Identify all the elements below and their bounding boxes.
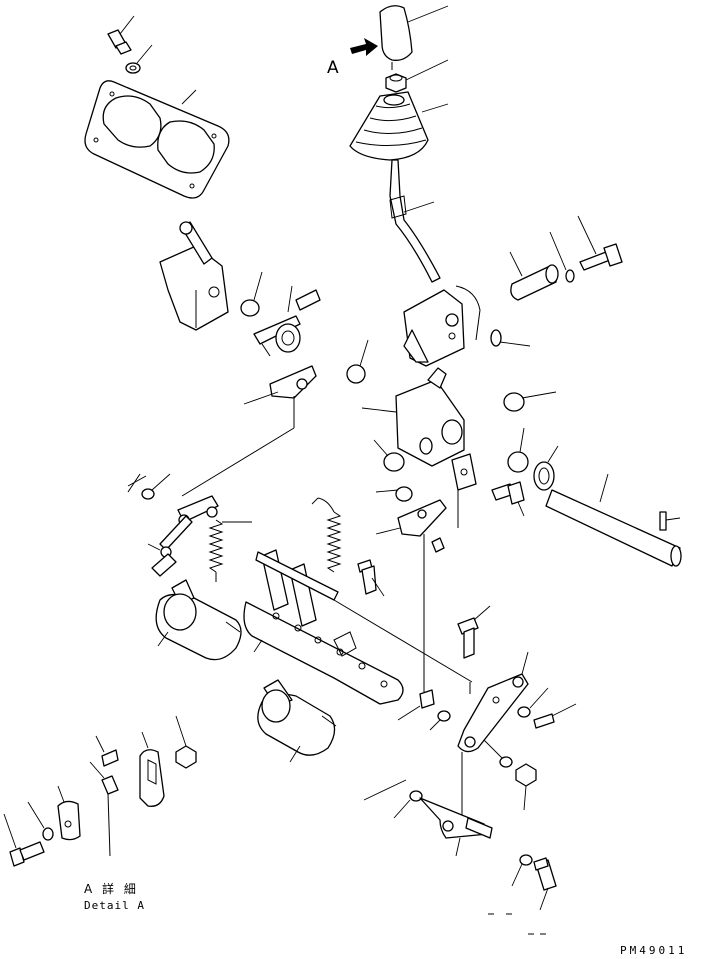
washer-lower-link	[363, 779, 423, 819]
bolt-bottom-right	[488, 857, 557, 935]
detail-a-title-en: Detail A	[84, 899, 145, 912]
lever-bracket-center	[403, 285, 531, 367]
bushing-center	[346, 339, 369, 384]
lever-arm-lower	[419, 797, 493, 857]
detail-a-clip	[95, 735, 119, 767]
shift-lever	[389, 159, 441, 283]
washer-block-left	[375, 486, 413, 502]
link-arm-upper-left	[127, 473, 219, 526]
roll-pin	[659, 511, 681, 531]
detail-a-nut	[175, 715, 197, 769]
detail-a-title-jp: A 詳 細	[84, 882, 139, 896]
screw-top-left	[107, 15, 135, 55]
solenoid-left	[155, 579, 242, 661]
bolt-spring	[357, 559, 385, 597]
view-a-arrow-icon	[350, 38, 378, 56]
washer-lever-right	[517, 687, 549, 718]
bushing-block-left	[373, 439, 405, 472]
bolt-arm	[397, 689, 435, 721]
link-plate-left	[181, 365, 317, 497]
detail-a-clamp	[57, 785, 81, 841]
washer-pin	[549, 231, 575, 283]
small-pin-center	[431, 537, 445, 553]
bolt-center-right	[457, 605, 491, 659]
return-spring-center	[311, 497, 342, 573]
collar-ring	[533, 445, 559, 491]
washer-bottom-right	[511, 854, 533, 887]
lock-nut	[385, 59, 449, 93]
pin-lever-right	[533, 703, 577, 729]
detail-a-screw	[3, 813, 45, 867]
washer-arm	[429, 710, 451, 731]
detail-a-washer	[27, 801, 54, 841]
bolt-right-top	[577, 215, 623, 271]
bolt-clip	[491, 481, 525, 517]
solenoid-center	[257, 679, 337, 763]
dust-boot	[349, 91, 449, 161]
mounting-clip	[451, 453, 477, 528]
rod-link-left	[147, 515, 193, 577]
washer-left-link	[141, 473, 171, 500]
shift-knob	[379, 5, 449, 70]
detail-a-switch	[89, 761, 119, 857]
nut-arm-lower	[515, 763, 537, 811]
lever-bracket-left	[253, 285, 321, 357]
washer-top-left	[125, 44, 153, 74]
pivot-pin	[509, 251, 559, 301]
bushing-right-upper	[503, 391, 557, 412]
lever-arm-right	[457, 651, 529, 753]
drawing-code: PM49011	[620, 944, 688, 957]
gasket-plate	[84, 80, 230, 199]
return-spring-left	[208, 519, 252, 582]
lever-housing	[159, 221, 229, 331]
washer-arm-lower	[483, 739, 513, 768]
detail-a-bracket	[139, 731, 165, 807]
bushing-right-lower	[507, 427, 529, 473]
cross-shaft	[545, 473, 682, 567]
view-a-label: A	[327, 58, 339, 78]
control-block	[361, 367, 465, 467]
base-bracket-plate	[243, 549, 473, 705]
link-plate-center	[375, 499, 447, 692]
bushing-left	[240, 271, 263, 317]
